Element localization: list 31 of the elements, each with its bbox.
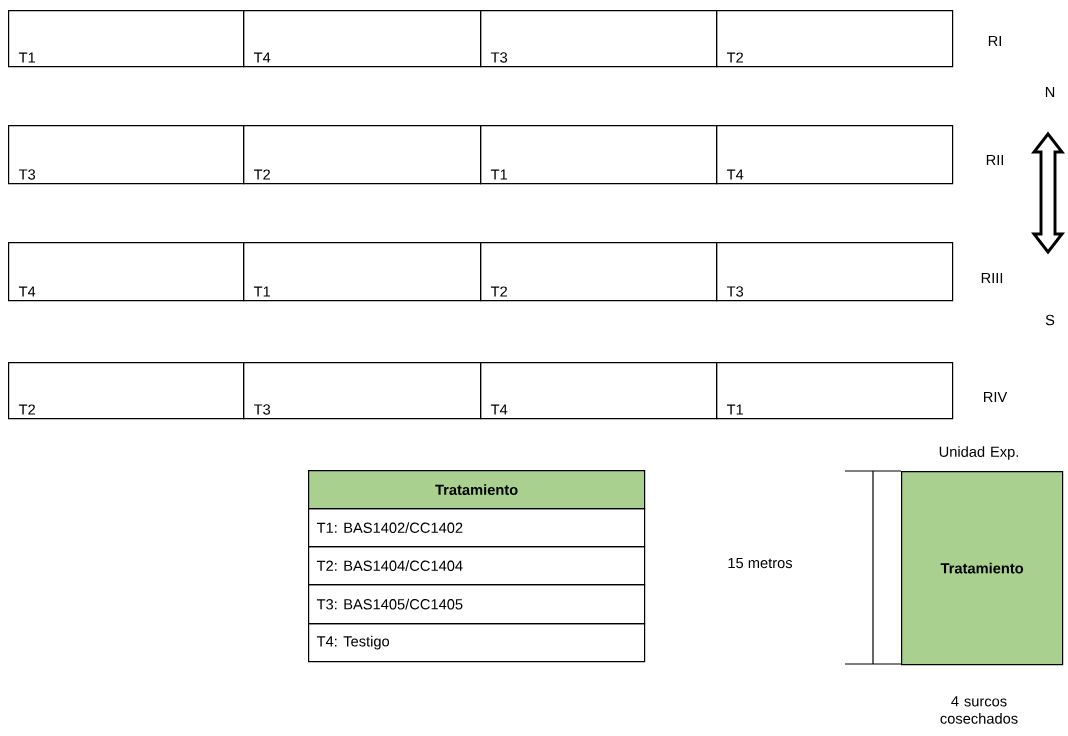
plot-cell: T1	[480, 125, 718, 185]
plot-cell: T2	[8, 362, 245, 420]
plot-cell: T2	[716, 10, 954, 68]
unit-box: Tratamiento	[901, 471, 1064, 666]
row-label: RIV	[984, 391, 1008, 403]
plot-cell: T2	[480, 242, 718, 302]
plot-cell: T4	[243, 10, 482, 68]
plot-cell: T1	[8, 10, 245, 68]
plot-cell: T4	[716, 125, 954, 185]
compass-label: S	[1045, 314, 1055, 326]
plot-cell: T4	[480, 362, 718, 420]
plot-cell: T4	[8, 242, 245, 302]
plot-cell: T3	[243, 362, 482, 420]
plot-cell: T2	[243, 125, 482, 185]
plot-cell: T1	[716, 362, 954, 420]
plot-cell: T3	[480, 10, 718, 68]
unit-caption: Unidad Exp.	[939, 446, 1018, 460]
plot-cell: T3	[716, 242, 954, 302]
plot-cell: T1	[243, 242, 482, 302]
table-cell: T2: BAS1404/CC1404	[308, 546, 646, 586]
table-cell: T1: BAS1402/CC1402	[308, 508, 646, 548]
table-header: Tratamiento	[308, 470, 646, 510]
plot-cell: T3	[8, 125, 245, 185]
compass-label: N	[1045, 86, 1055, 98]
row-label: RI	[988, 35, 1001, 47]
row-label: RIII	[981, 272, 1003, 284]
rows-label: 4 surcos cosechados	[940, 696, 1018, 724]
length-label: 15 metros	[728, 557, 793, 569]
table-cell: T3: BAS1405/CC1405	[308, 584, 646, 625]
table-cell: T4: Testigo	[308, 623, 646, 663]
row-label: RII	[986, 154, 1003, 166]
